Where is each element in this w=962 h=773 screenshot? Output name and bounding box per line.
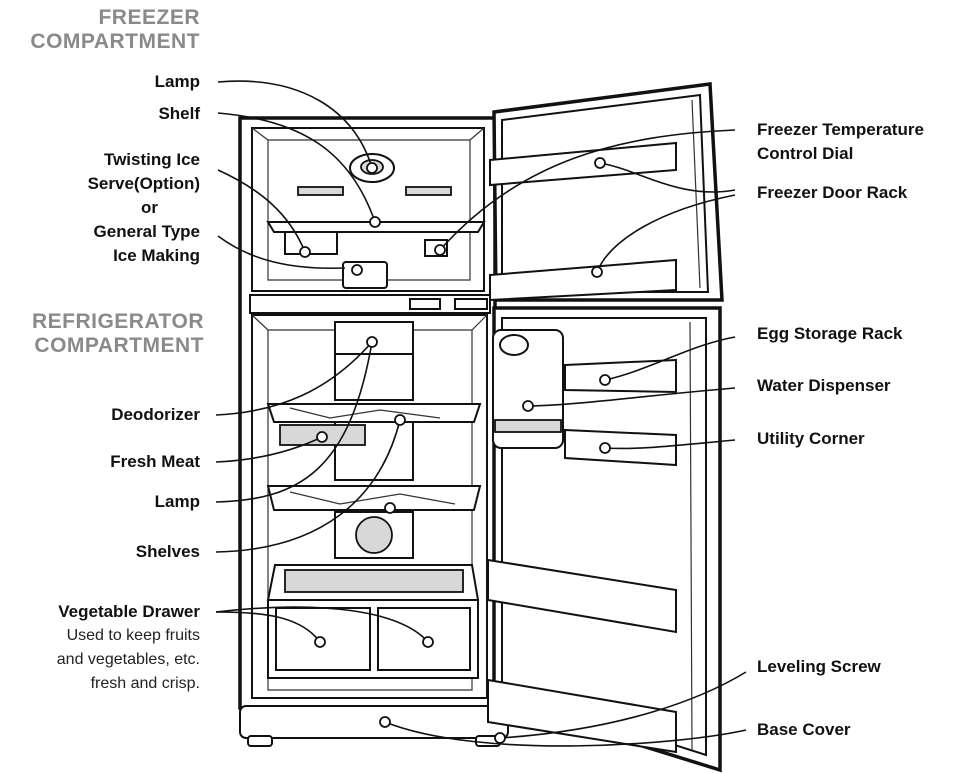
callout-lines (215, 80, 747, 747)
vegetable-drawer-art (266, 564, 480, 679)
label-ice-line2: Serve(Option) (87, 174, 200, 193)
label-leveling-screw: Leveling Screw (757, 657, 881, 676)
freezer-section-title: FREEZER COMPARTMENT (30, 6, 200, 54)
label-freezer-temp-line2: Control Dial (757, 144, 854, 163)
label-utility-corner: Utility Corner (757, 429, 865, 448)
label-freezer-temp-line1: Freezer Temperature (757, 120, 924, 139)
fridge-title-line2: COMPARTMENT (34, 334, 204, 357)
fridge-title-line1: REFRIGERATOR (31, 310, 204, 333)
label-shelves: Shelves (135, 542, 200, 561)
label-water-dispenser: Water Dispenser (757, 376, 891, 395)
fridge-door (487, 306, 722, 773)
label-ice-line5: Ice Making (113, 246, 200, 265)
label-ice-line1: Twisting Ice (103, 150, 200, 169)
freezer-title-line1: FREEZER (98, 6, 200, 29)
veg-desc-line2: and vegetables, etc. (56, 651, 200, 668)
label-vegetable-drawer: Vegetable Drawer (58, 602, 200, 621)
label-ice-line3: or (141, 198, 158, 217)
label-ice-line4: General Type (93, 222, 200, 241)
freezer-title-line2: COMPARTMENT (30, 30, 200, 53)
label-lamp-freezer: Lamp (154, 72, 200, 91)
veg-desc-line3: fresh and crisp. (90, 675, 200, 692)
callout-dots (299, 157, 611, 744)
label-egg-storage-rack: Egg Storage Rack (757, 324, 903, 343)
label-lamp-fridge: Lamp (154, 492, 200, 511)
label-base-cover: Base Cover (757, 720, 851, 739)
label-shelf: Shelf (158, 104, 200, 123)
veg-desc-line1: Used to keep fruits (66, 627, 200, 644)
vegetable-drawer-description: Used to keep fruits and vegetables, etc.… (57, 624, 200, 696)
label-deodorizer: Deodorizer (111, 405, 200, 424)
fridge-section-title: REFRIGERATOR COMPARTMENT (32, 310, 204, 358)
air-duct (334, 321, 414, 559)
label-freezer-door-rack: Freezer Door Rack (757, 183, 908, 202)
base-art (239, 705, 509, 747)
fridge-shelves (266, 403, 482, 511)
label-freezer-temperature-dial: Freezer Temperature Control Dial (757, 118, 924, 166)
label-fresh-meat: Fresh Meat (110, 452, 200, 471)
freezer-door (489, 82, 724, 302)
label-ice-maker: Twisting Ice Serve(Option) or General Ty… (88, 148, 200, 268)
